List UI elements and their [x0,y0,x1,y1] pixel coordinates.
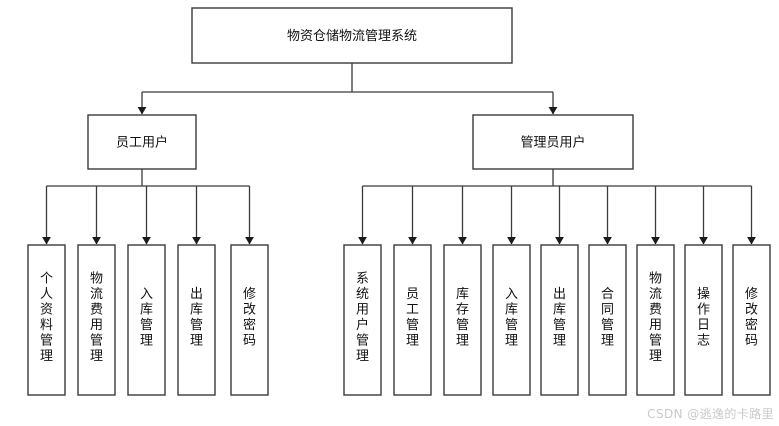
node-contract-mgmt-rect [588,244,627,396]
arrow-down-icon-admin-change-pwd [747,237,756,245]
arrow-down-icon-inventory-mgmt [458,237,467,245]
node-logistics-fee[interactable]: 物流费用管理 [77,244,116,396]
arrow-down-icon-admin-user [548,107,558,115]
node-personal-profile-rect [27,244,66,396]
node-outbound-mgmt[interactable]: 出库管理 [540,244,579,396]
node-inbound[interactable]: 入库管理 [127,244,166,396]
node-employee-mgmt[interactable]: 员工管理 [393,244,432,396]
node-admin-user-rect [472,114,634,170]
node-inbound-mgmt-rect [492,244,531,396]
arrow-down-icon-outbound-mgmt [555,237,564,245]
node-outbound[interactable]: 出库管理 [177,244,216,396]
node-logistics-fee-rect [77,244,116,396]
arrow-down-icon-inbound-mgmt [507,237,516,245]
node-employee-mgmt-rect [393,244,432,396]
node-employee-mgmt-label: 员工管理 [406,287,419,349]
node-inventory-mgmt-rect [443,244,482,396]
node-system-user-mgmt-rect [343,244,382,396]
node-inventory-mgmt[interactable]: 库存管理 [443,244,482,396]
node-employee-user-label: 员工用户 [116,135,168,151]
node-personal-profile-label: 个人资料管理 [40,271,53,364]
node-root[interactable]: 物资仓储物流管理系统 [191,7,513,64]
node-operation-log-rect [684,244,723,396]
node-admin-change-pwd-label: 修改密码 [745,287,758,349]
node-change-password-rect [230,244,269,396]
node-outbound-mgmt-rect [540,244,579,396]
node-system-user-mgmt[interactable]: 系统用户管理 [343,244,382,396]
node-root-label: 物资仓储物流管理系统 [287,29,417,44]
arrow-down-icon-change-password [245,237,254,245]
node-admin-change-pwd-rect [732,244,771,396]
node-operation-log[interactable]: 操作日志 [684,244,723,396]
node-outbound-label: 出库管理 [190,287,203,349]
node-personal-profile[interactable]: 个人资料管理 [27,244,66,396]
node-logistics-fee-mgmt[interactable]: 物流费用管理 [636,244,675,396]
arrow-down-icon-operation-log [699,237,708,245]
node-admin-user[interactable]: 管理员用户 [472,114,634,170]
node-inbound-label: 入库管理 [140,287,153,349]
node-outbound-mgmt-label: 出库管理 [553,287,566,349]
csdn-watermark: CSDN @逃逸的卡路里 [647,407,774,421]
arrow-down-icon-outbound [192,237,201,245]
node-admin-change-pwd[interactable]: 修改密码 [732,244,771,396]
node-change-password[interactable]: 修改密码 [230,244,269,396]
arrow-down-icon-employee-user [137,107,147,115]
node-inbound-mgmt[interactable]: 入库管理 [492,244,531,396]
node-inbound-mgmt-label: 入库管理 [505,287,518,349]
node-inventory-mgmt-label: 库存管理 [456,286,469,349]
node-inbound-rect [127,244,166,396]
node-contract-mgmt-label: 合同管理 [601,287,614,349]
arrow-down-icon-logistics-fee-mgmt [651,237,660,245]
arrow-down-icon-logistics-fee [92,237,101,245]
node-outbound-rect [177,244,216,396]
node-employee-user[interactable]: 员工用户 [87,114,197,170]
node-logistics-fee-label: 物流费用管理 [90,271,103,364]
node-root-rect [191,7,513,64]
arrow-down-icon-personal-profile [42,237,51,245]
node-contract-mgmt[interactable]: 合同管理 [588,244,627,396]
arrow-down-icon-employee-mgmt [408,237,417,245]
arrow-down-icon-system-user-mgmt [358,237,367,245]
node-system-user-mgmt-label: 系统用户管理 [356,271,369,364]
arrow-down-icon-inbound [142,237,151,245]
node-change-password-label: 修改密码 [243,287,256,349]
node-operation-log-label: 操作日志 [697,286,710,349]
node-logistics-fee-mgmt-label: 物流费用管理 [649,271,662,364]
arrow-down-icon-contract-mgmt [603,237,612,245]
node-logistics-fee-mgmt-rect [636,244,675,396]
node-admin-user-label: 管理员用户 [520,135,585,151]
